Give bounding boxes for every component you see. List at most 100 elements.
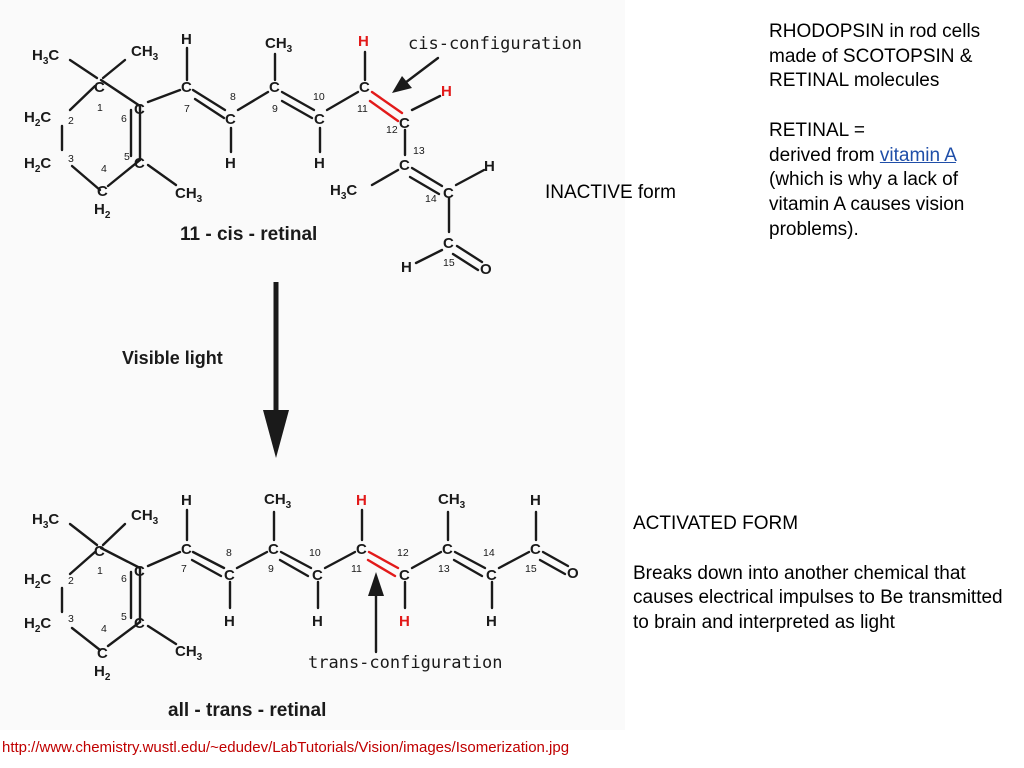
svg-text:C: C xyxy=(225,111,236,128)
svg-text:C: C xyxy=(312,567,323,584)
svg-text:H: H xyxy=(314,155,325,172)
svg-text:H: H xyxy=(358,33,369,50)
svg-text:H: H xyxy=(399,613,410,630)
svg-text:C: C xyxy=(134,563,145,580)
svg-text:C: C xyxy=(269,79,280,96)
svg-text:9: 9 xyxy=(272,103,278,115)
svg-text:CH3: CH3 xyxy=(264,491,292,511)
svg-text:C: C xyxy=(134,101,145,118)
svg-text:11: 11 xyxy=(357,103,368,115)
svg-text:C: C xyxy=(442,541,453,558)
retinal-prefix: derived from xyxy=(769,144,880,166)
retinal-text: derived from vitamin A (which is why a l… xyxy=(769,144,1014,243)
svg-text:CH3: CH3 xyxy=(265,35,293,55)
inactive-form-label: INACTIVE form xyxy=(545,182,676,203)
svg-text:H2C: H2C xyxy=(24,571,51,591)
svg-text:14: 14 xyxy=(425,193,437,205)
svg-text:C: C xyxy=(486,567,497,584)
svg-text:O: O xyxy=(567,565,579,582)
svg-text:H: H xyxy=(181,31,192,48)
svg-text:C: C xyxy=(224,567,235,584)
retinal-suffix: (which is why a lack of vitamin A causes… xyxy=(769,169,965,240)
svg-text:H: H xyxy=(312,613,323,630)
retinal-heading: RETINAL = xyxy=(769,120,865,142)
trans-retinal-caption: all - trans - retinal xyxy=(168,700,326,721)
svg-text:C: C xyxy=(181,79,192,96)
svg-text:2: 2 xyxy=(68,115,74,127)
svg-text:10: 10 xyxy=(309,547,321,559)
svg-text:H2C: H2C xyxy=(24,155,51,175)
svg-text:CH3: CH3 xyxy=(438,491,466,511)
svg-text:C: C xyxy=(134,155,145,172)
svg-text:6: 6 xyxy=(121,573,127,585)
svg-text:12: 12 xyxy=(397,547,409,559)
svg-text:H: H xyxy=(484,158,495,175)
cis-retinal-caption: 11 - cis - retinal xyxy=(180,224,317,245)
svg-text:C: C xyxy=(399,567,410,584)
svg-text:C: C xyxy=(181,541,192,558)
svg-text:15: 15 xyxy=(525,563,537,575)
svg-text:3: 3 xyxy=(68,153,74,165)
svg-text:10: 10 xyxy=(313,91,325,103)
svg-text:C: C xyxy=(97,645,108,662)
svg-text:2: 2 xyxy=(68,575,74,587)
svg-text:H: H xyxy=(401,259,412,276)
svg-text:C: C xyxy=(134,615,145,632)
svg-text:H2: H2 xyxy=(94,663,111,683)
svg-text:6: 6 xyxy=(121,113,127,125)
svg-text:H: H xyxy=(486,613,497,630)
svg-text:C: C xyxy=(443,235,454,252)
trans-configuration-label: trans-configuration xyxy=(308,653,502,673)
activated-title: ACTIVATED FORM xyxy=(633,513,799,534)
svg-text:11: 11 xyxy=(351,563,362,575)
source-url[interactable]: http://www.chemistry.wustl.edu/~edudev/L… xyxy=(2,739,570,756)
svg-text:C: C xyxy=(530,541,541,558)
svg-text:H2: H2 xyxy=(94,201,111,221)
svg-text:H: H xyxy=(441,83,452,100)
reaction-arrow: Visible light xyxy=(122,282,289,458)
svg-text:H2C: H2C xyxy=(24,109,51,129)
isomerization-figure: H3C CH3 C H2C H2C C C C H2 CH3 C H C H C… xyxy=(24,31,582,721)
svg-text:13: 13 xyxy=(438,563,450,575)
svg-text:15: 15 xyxy=(443,257,455,269)
cis-configuration-label: cis-configuration xyxy=(408,34,582,54)
svg-text:C: C xyxy=(94,543,105,560)
svg-text:4: 4 xyxy=(101,623,107,635)
svg-text:1: 1 xyxy=(97,565,103,577)
activated-panel: ACTIVATED FORM Breaks down into another … xyxy=(633,512,1013,636)
svg-text:1: 1 xyxy=(97,102,103,114)
svg-text:9: 9 xyxy=(268,563,274,575)
activated-description: Breaks down into another chemical that c… xyxy=(633,562,1003,634)
svg-text:C: C xyxy=(94,79,105,96)
svg-text:C: C xyxy=(314,111,325,128)
svg-text:H: H xyxy=(356,492,367,509)
svg-text:C: C xyxy=(356,541,367,558)
svg-text:8: 8 xyxy=(226,547,232,559)
svg-text:H2C: H2C xyxy=(24,615,51,635)
svg-text:H: H xyxy=(181,492,192,509)
svg-text:H3C: H3C xyxy=(330,182,357,202)
svg-text:C: C xyxy=(268,541,279,558)
svg-text:H3C: H3C xyxy=(32,511,59,531)
svg-text:H: H xyxy=(530,492,541,509)
svg-text:C: C xyxy=(399,115,410,132)
trans-retinal-structure: H3C CH3 C H2C H2C C C C H2 CH3 C H C H C… xyxy=(24,491,579,721)
svg-text:5: 5 xyxy=(124,151,130,163)
svg-text:14: 14 xyxy=(483,547,495,559)
svg-text:CH3: CH3 xyxy=(175,185,203,205)
svg-text:H: H xyxy=(224,613,235,630)
svg-text:3: 3 xyxy=(68,613,74,625)
svg-text:C: C xyxy=(443,185,454,202)
svg-text:12: 12 xyxy=(386,124,398,136)
cis-retinal-structure: H3C CH3 C H2C H2C C C C H2 CH3 C H C H C… xyxy=(24,31,582,278)
svg-text:13: 13 xyxy=(413,145,425,157)
info-panel: RHODOPSIN in rod cells made of SCOTOPSIN… xyxy=(769,20,1014,243)
retinal-structures-svg: H3C CH3 C H2C H2C C C C H2 CH3 C H C H C… xyxy=(24,31,582,721)
svg-text:5: 5 xyxy=(121,611,127,623)
visible-light-label: Visible light xyxy=(122,348,223,368)
svg-text:CH3: CH3 xyxy=(175,643,203,663)
vitamin-a-link[interactable]: vitamin A xyxy=(879,144,956,166)
svg-text:CH3: CH3 xyxy=(131,507,159,527)
svg-text:C: C xyxy=(359,79,370,96)
rhodopsin-text: RHODOPSIN in rod cells made of SCOTOPSIN… xyxy=(769,21,981,92)
